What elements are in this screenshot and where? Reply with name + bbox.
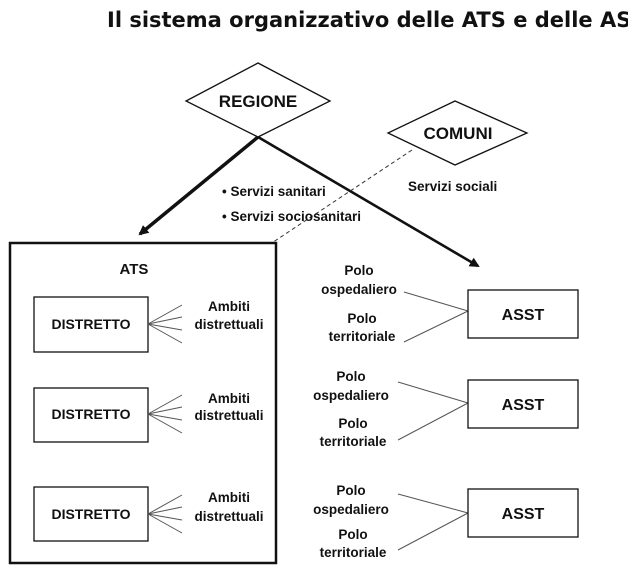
arrow-regione-to-asst <box>257 135 480 268</box>
polo-territoriale-label-line2: territoriale <box>329 329 396 344</box>
polo-ospedaliero-label-line2: ospedaliero <box>321 282 397 297</box>
regione-label: REGIONE <box>219 92 297 111</box>
ats-label: ATS <box>120 261 149 278</box>
comuni-label: COMUNI <box>424 124 493 143</box>
servizi-sociali-label: Servizi sociali <box>408 179 497 194</box>
ambiti-label: Ambiti <box>208 299 250 314</box>
asst-group: Polo ospedaliero Polo territoriale ASST <box>321 263 579 344</box>
distretto-group: DISTRETTO Ambiti distrettuali <box>33 387 264 443</box>
polo-territoriale-label-line2: territoriale <box>320 434 387 449</box>
asst-group: Polo ospedaliero Polo territoriale ASST <box>313 483 579 560</box>
ambiti-label-line2: distrettuali <box>194 509 263 524</box>
polo-ospedaliero-label-line2: ospedaliero <box>313 388 389 403</box>
page-title: Il sistema organizzativo delle ATS e del… <box>107 8 628 32</box>
polo-territoriale-label: Polo <box>347 311 376 326</box>
asst-label: ASST <box>502 307 545 324</box>
asst-group: Polo ospedaliero Polo territoriale ASST <box>313 369 579 449</box>
distretto-group: DISTRETTO Ambiti distrettuali <box>33 296 264 353</box>
polo-territoriale-label: Polo <box>338 416 367 431</box>
polo-ospedaliero-label: Polo <box>344 263 373 278</box>
ambiti-label: Ambiti <box>208 490 250 505</box>
polo-ospedaliero-label-line2: ospedaliero <box>313 502 389 517</box>
polo-ospedaliero-label: Polo <box>336 369 365 384</box>
distretto-label: DISTRETTO <box>51 316 130 332</box>
distretto-label: DISTRETTO <box>51 406 130 422</box>
polo-ospedaliero-label: Polo <box>336 483 365 498</box>
servizi-sociosanitari-label: • Servizi sociosanitari <box>222 209 361 224</box>
asst-label: ASST <box>502 397 545 414</box>
ambiti-label: Ambiti <box>208 391 250 406</box>
polo-territoriale-label-line2: territoriale <box>320 545 387 560</box>
polo-territoriale-label: Polo <box>338 527 367 542</box>
ambiti-label-line2: distrettuali <box>194 408 263 423</box>
comuni-node: COMUNI <box>386 100 529 166</box>
arrow-regione-to-ats <box>138 135 260 236</box>
ambiti-label-line2: distrettuali <box>194 317 263 332</box>
distretto-group: DISTRETTO Ambiti distrettuali <box>33 486 264 542</box>
asst-label: ASST <box>502 506 545 523</box>
servizi-sanitari-label: • Servizi sanitari <box>222 184 326 199</box>
distretto-label: DISTRETTO <box>51 506 130 522</box>
regione-node: REGIONE <box>184 62 332 138</box>
